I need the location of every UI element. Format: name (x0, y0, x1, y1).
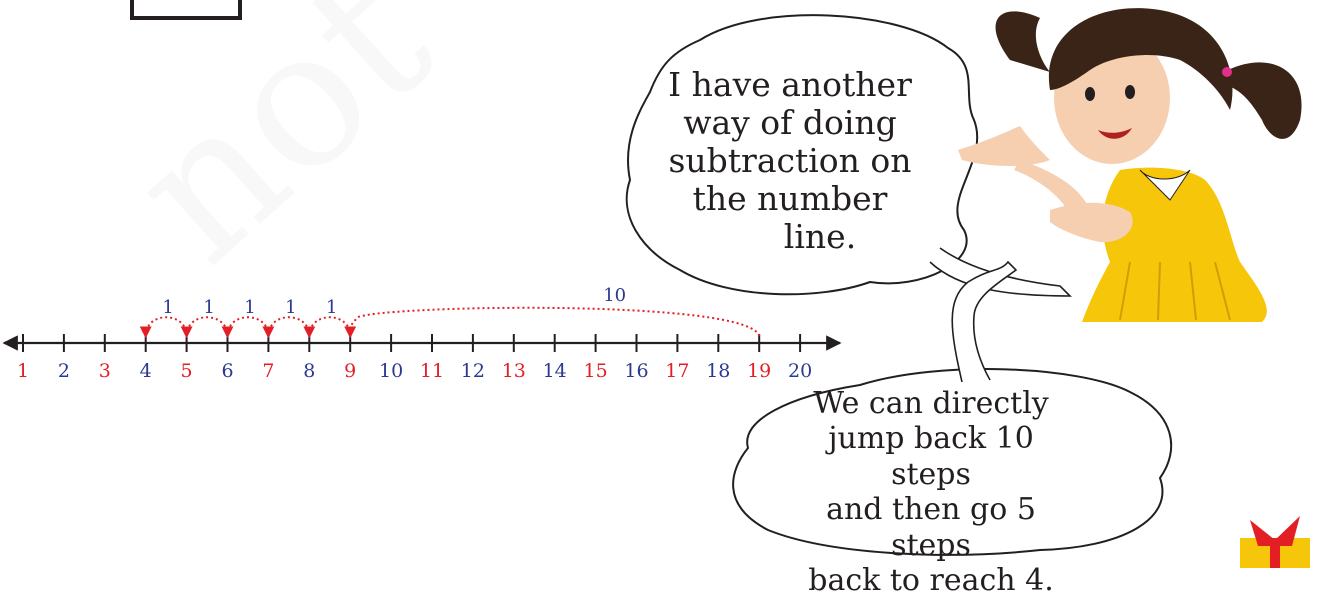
ponytail-right (1228, 62, 1302, 139)
tick-label: 20 (788, 360, 812, 382)
bubble-bottom-line: and then go 5 steps (796, 492, 1066, 563)
tick-label: 18 (706, 360, 730, 382)
bubble-top-line: the number (640, 180, 940, 218)
bubble-bottom-line: jump back 10 steps (796, 421, 1066, 492)
bubble-top-line: way of doing (640, 104, 940, 142)
jump-arc (309, 317, 350, 336)
ponytail-left (996, 11, 1050, 72)
gift-box (1240, 516, 1310, 568)
tick-label: 14 (543, 360, 567, 382)
forearm (1014, 160, 1090, 214)
tick-label: 11 (420, 360, 444, 382)
tick-label: 12 (461, 360, 485, 382)
jump-label: 1 (244, 297, 255, 318)
tick-label: 7 (262, 360, 274, 382)
tick-label: 4 (140, 360, 152, 382)
bubble-bottom-line: back to reach 4. (796, 563, 1066, 598)
tick-label: 1 (17, 360, 29, 382)
jump-arc (268, 317, 309, 336)
tick-label: 9 (344, 360, 356, 382)
bubble-top-line: I have another (640, 66, 940, 104)
tick-label: 5 (181, 360, 193, 382)
tick-label: 10 (379, 360, 403, 382)
jump-label: 1 (203, 297, 214, 318)
bubble-bottom-line: We can directly (796, 386, 1066, 421)
tick-label: 6 (221, 360, 233, 382)
tick-label: 16 (624, 360, 648, 382)
jump-label: 1 (162, 297, 173, 318)
tick-label: 19 (747, 360, 771, 382)
jump-arc (350, 308, 759, 336)
jump-label: 1 (326, 297, 337, 318)
eye-left (1085, 87, 1095, 101)
tick-label: 17 (665, 360, 689, 382)
jump-label: 10 (603, 285, 626, 306)
tick-label: 13 (502, 360, 526, 382)
jump-arc (187, 317, 228, 336)
illustration-stage: not to be (0, 0, 1323, 568)
tick-label: 2 (58, 360, 70, 382)
jump-arc (146, 317, 187, 336)
eye-right (1125, 85, 1135, 99)
cropped-box-fragment (132, 0, 240, 18)
tick-label: 8 (303, 360, 315, 382)
bubble-top-line: line. (640, 218, 940, 256)
bubble-top-line: subtraction on (640, 142, 940, 180)
hair-tie (1222, 67, 1232, 77)
arm (1050, 203, 1133, 242)
speech-bubble-bottom-text: We can directly jump back 10 steps and t… (796, 386, 1066, 598)
tick-label: 3 (99, 360, 111, 382)
jump-arc (228, 317, 269, 336)
jump-label: 1 (285, 297, 296, 318)
speech-bubble-top-text: I have another way of doing subtraction … (640, 66, 940, 256)
tick-label: 15 (584, 360, 608, 382)
